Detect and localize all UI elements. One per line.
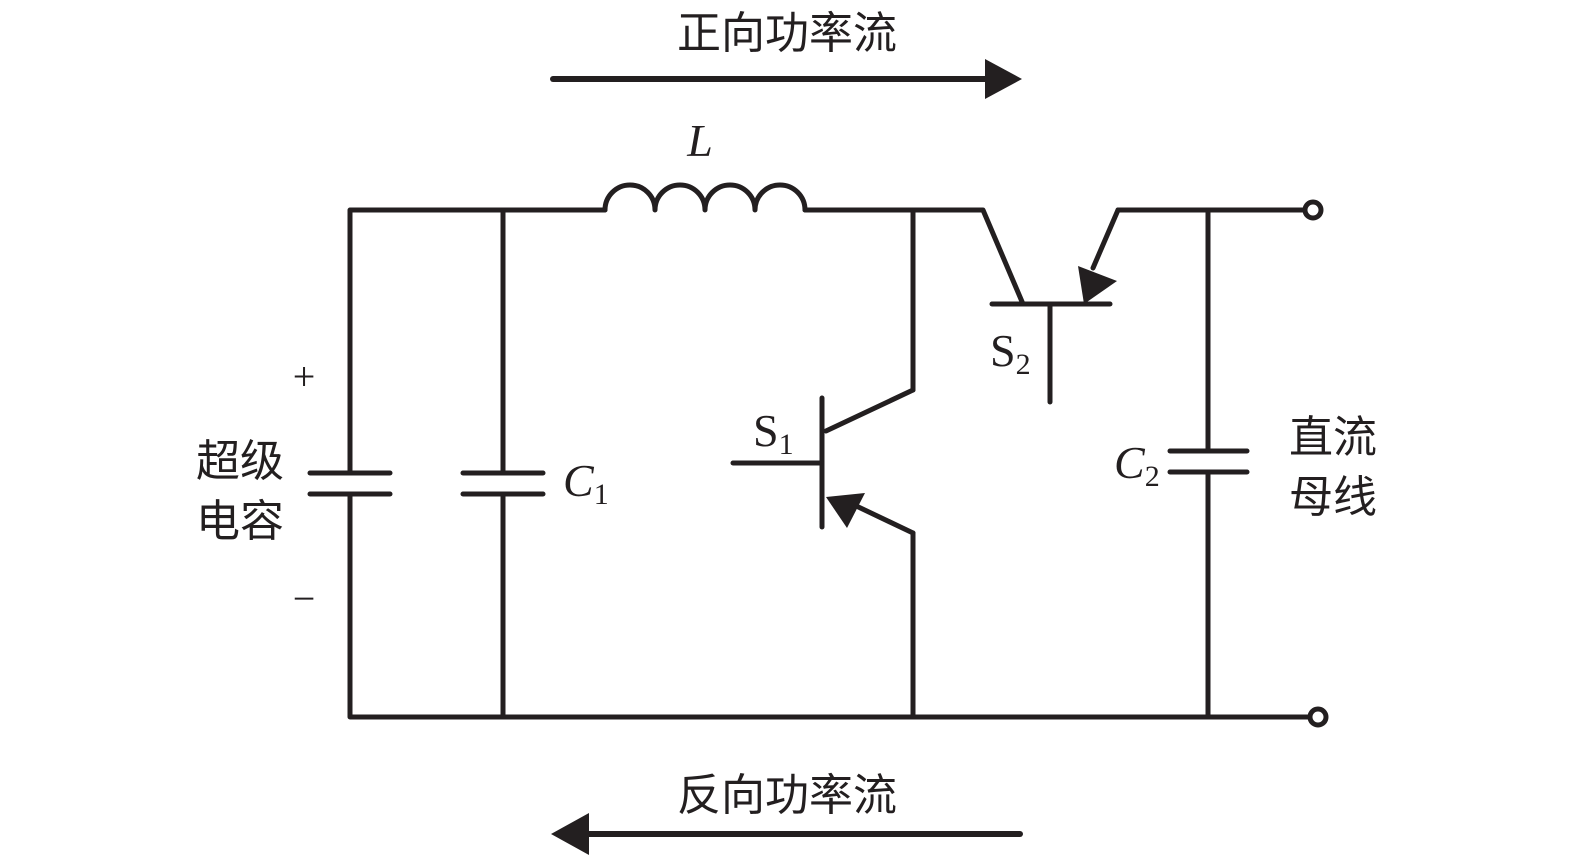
inductor-label: L	[686, 115, 713, 166]
c2-label: C2	[1114, 437, 1160, 493]
s2-subscript: 2	[1016, 348, 1031, 381]
forward-flow-label: 正向功率流	[677, 8, 897, 59]
c2-subscript: 2	[1145, 460, 1160, 493]
inductor-coil	[602, 182, 808, 213]
forward-arrow-head-icon	[985, 59, 1022, 99]
s1-emitter-diag	[847, 500, 916, 536]
dc-bus-label-line2: 母线	[1289, 472, 1377, 523]
terminal-negative-icon	[1307, 706, 1329, 728]
c2-symbol: C	[1114, 437, 1146, 488]
supercap-plus-sign: +	[293, 354, 316, 399]
supercapacitor: + − 超级 电容	[196, 354, 393, 621]
s2-emitter-arrow-icon	[1078, 266, 1117, 304]
s2-collector-wire	[910, 207, 1026, 307]
c1-symbol: C	[563, 455, 595, 506]
bottom-rail	[347, 469, 1313, 720]
s2-emitter-wire	[1090, 207, 1121, 271]
forward-power-flow: 正向功率流	[550, 8, 1022, 99]
reverse-flow-label: 反向功率流	[677, 770, 897, 821]
s1-symbol: S	[753, 405, 779, 456]
capacitor-c1: C1	[460, 455, 609, 511]
capacitor-c2: C2	[1114, 207, 1250, 493]
s1-subscript: 1	[779, 428, 794, 461]
supercap-minus-sign: −	[293, 576, 316, 621]
s2-label: S2	[990, 325, 1031, 381]
wire-top-left	[347, 207, 608, 469]
top-rail	[347, 182, 1313, 469]
s1-emitter-arrow-icon	[826, 493, 865, 528]
switch-s2: S2	[910, 207, 1121, 405]
terminal-positive-icon	[1302, 199, 1324, 221]
reverse-arrow-head-icon	[551, 813, 589, 855]
s2-symbol: S	[990, 325, 1016, 376]
c1-label: C1	[563, 455, 609, 511]
s1-label: S1	[753, 405, 794, 461]
supercap-label-line1: 超级	[196, 436, 284, 487]
s1-collector-diag	[823, 387, 916, 434]
switch-s1: S1	[730, 207, 916, 536]
c1-subscript: 1	[594, 478, 609, 511]
supercap-label-line2: 电容	[196, 496, 284, 547]
reverse-power-flow: 反向功率流	[551, 770, 1023, 855]
dc-bus-terminals: 直流 母线	[1289, 199, 1377, 728]
dc-bus-label-line1: 直流	[1289, 412, 1377, 463]
wire-bottom	[347, 491, 1313, 720]
